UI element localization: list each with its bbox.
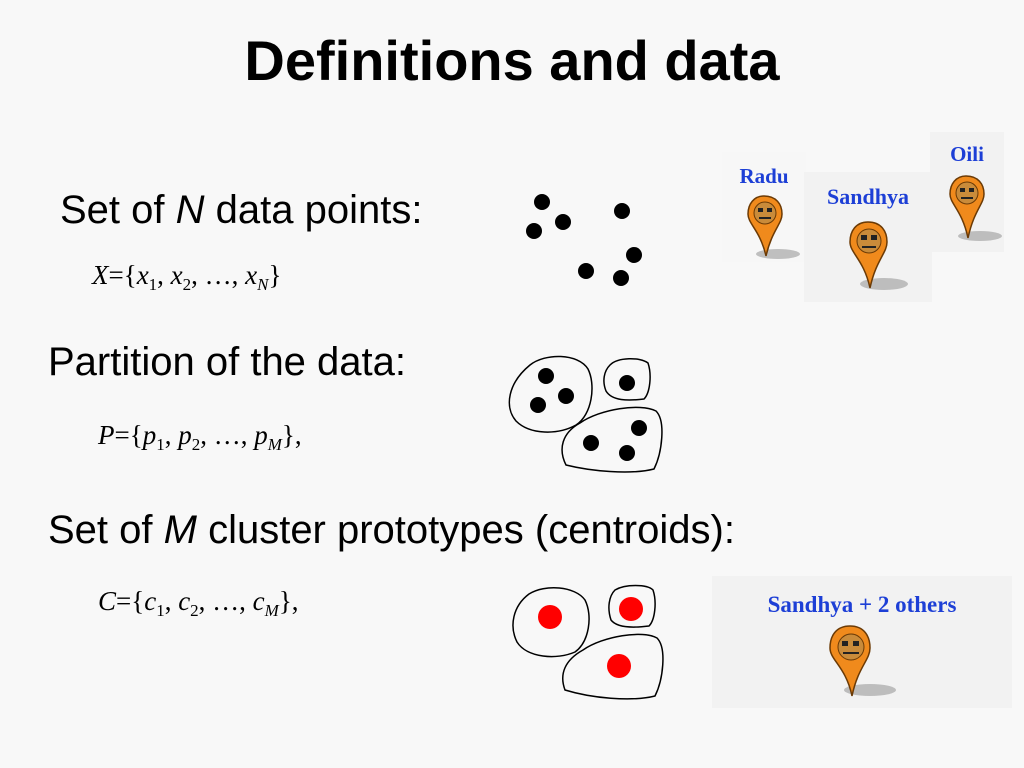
formula-var: p — [178, 420, 192, 450]
formula-ellipsis: … — [204, 260, 232, 290]
slide-title: Definitions and data — [244, 29, 780, 92]
data-point — [619, 445, 635, 461]
heading-variable: N — [175, 188, 205, 232]
formula-close: }, — [281, 420, 302, 450]
data-point — [626, 247, 642, 263]
cluster-outline — [508, 355, 593, 433]
formula-sub: 1 — [156, 601, 165, 620]
heading-text: Set of — [60, 188, 176, 232]
formula-sep: , — [198, 586, 213, 616]
data-point — [558, 388, 574, 404]
formula-sub: 2 — [182, 275, 192, 294]
formula-sub: 1 — [148, 275, 158, 294]
formula-lhs: C — [98, 586, 117, 616]
heading-variable: M — [163, 508, 197, 552]
formula-ellipsis: … — [213, 420, 241, 450]
marker-card-sandhya: Sandhya — [804, 172, 932, 302]
formula-sub: M — [265, 601, 279, 620]
data-point — [526, 223, 542, 239]
data-point — [578, 263, 594, 279]
heading-text: cluster prototypes (centroids): — [196, 508, 735, 552]
formula-sep: , — [164, 586, 179, 616]
cluster-outline — [603, 358, 651, 401]
cluster-outline — [608, 584, 656, 628]
data-point — [631, 420, 647, 436]
centroid-point — [538, 605, 562, 629]
formula-sep: , — [240, 420, 255, 450]
formula-sub: 1 — [156, 435, 165, 454]
formula-sep: , — [231, 260, 246, 290]
centroid-point — [607, 654, 631, 678]
marker-label: Sandhya — [827, 184, 909, 209]
data-point — [614, 203, 630, 219]
formula-sep: , — [157, 260, 171, 290]
map-pin-face-icon — [849, 221, 908, 290]
data-point — [555, 214, 571, 230]
formula-sub: 2 — [191, 435, 201, 454]
formula-var: x — [245, 260, 258, 290]
marker-label: Sandhya + 2 others — [767, 592, 957, 617]
marker-label: Oili — [950, 142, 984, 166]
formula-var: p — [254, 420, 268, 450]
map-pin-face-icon — [747, 195, 800, 259]
formula-eq: ={ — [108, 260, 137, 290]
formula-ellipsis: … — [212, 586, 240, 616]
formula-sub: 2 — [190, 601, 199, 620]
formula-sub-var: M — [264, 601, 279, 620]
formula-sub-var: N — [257, 275, 269, 294]
data-point — [619, 375, 635, 391]
formula-eq: ={ — [116, 586, 145, 616]
formula-var: x — [170, 260, 183, 290]
formula-var: c — [178, 586, 191, 616]
heading-centroids: Set of M cluster prototypes (centroids): — [48, 510, 735, 550]
formula-sep: , — [239, 586, 253, 616]
formula-c: C={c1, c2, …, cM}, — [98, 586, 299, 620]
formula-sep: , — [191, 260, 205, 290]
centroids-diagram — [512, 584, 664, 700]
cluster-outline — [562, 633, 664, 700]
marker-label: Radu — [739, 164, 789, 188]
map-pin-face-icon — [949, 175, 1002, 241]
formula-sub: M — [268, 435, 282, 454]
formula-sep: , — [164, 420, 179, 450]
formula-x: X={x1, x2, …, xN} — [92, 260, 282, 294]
heading-partition: Partition of the data: — [48, 340, 407, 384]
heading-data-points: Set of N data points: — [60, 190, 422, 230]
centroid-point — [619, 597, 643, 621]
formula-var: c — [252, 586, 265, 616]
marker-card-oili: Oili — [930, 132, 1004, 252]
data-point — [583, 435, 599, 451]
map-pin-face-icon — [829, 625, 896, 697]
cluster-outline — [512, 587, 590, 658]
data-point — [530, 397, 546, 413]
formula-lhs: X — [92, 260, 109, 290]
heading-text: Set of — [48, 508, 164, 552]
data-point — [534, 194, 550, 210]
formula-var: x — [136, 260, 149, 290]
data-point — [613, 270, 629, 286]
formula-close: } — [268, 260, 282, 290]
heading-text: data points: — [204, 188, 423, 232]
formula-var: p — [142, 420, 157, 450]
formula-close: }, — [278, 586, 299, 616]
formula-p: P={p1, p2, …, pM}, — [98, 420, 302, 454]
formula-sep: , — [200, 420, 214, 450]
formula-sub: N — [257, 275, 268, 294]
partition-diagram — [508, 355, 663, 473]
formula-lhs: P — [98, 420, 115, 450]
data-point — [538, 368, 554, 384]
formula-eq: ={ — [114, 420, 143, 450]
marker-card-radu: Radu — [722, 152, 806, 262]
formula-sub-var: M — [267, 435, 282, 454]
marker-card-combined: Sandhya + 2 others — [712, 576, 1012, 708]
formula-var: c — [144, 586, 157, 616]
data-points-diagram — [526, 194, 642, 286]
cluster-outline — [561, 406, 663, 473]
